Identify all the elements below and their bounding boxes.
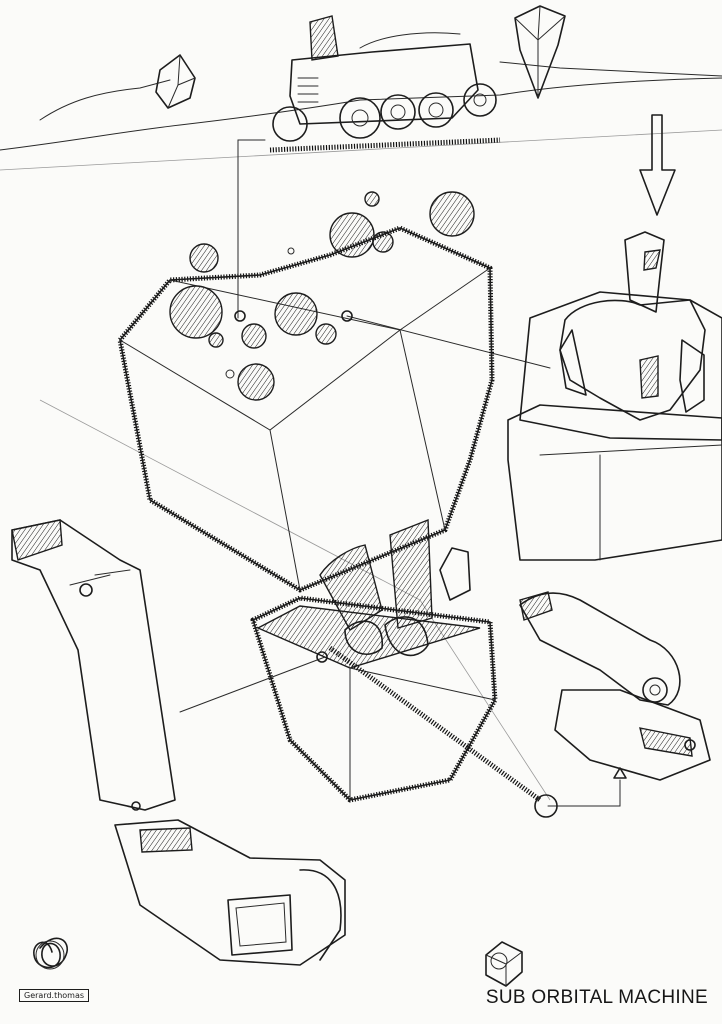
horizon-lines — [0, 61, 722, 171]
signature-scribble-icon — [33, 937, 69, 970]
distant-rover-vehicle — [269, 15, 501, 153]
cube-logo-icon — [485, 941, 523, 987]
down-arrow-icon — [639, 114, 676, 216]
floating-rock-block — [117, 191, 495, 593]
robot-legs — [319, 518, 471, 657]
floating-shard-right — [514, 5, 566, 99]
articulated-arm-left — [11, 519, 346, 966]
robot-torso-on-pedestal — [507, 231, 722, 561]
articulated-arm-right — [519, 591, 711, 781]
artist-signature: Gerard.thomas — [19, 989, 90, 1002]
lower-rock-block — [250, 595, 558, 818]
drawing-title: SUB ORBITAL MACHINE — [485, 987, 708, 1008]
floating-shard-left — [155, 54, 196, 109]
